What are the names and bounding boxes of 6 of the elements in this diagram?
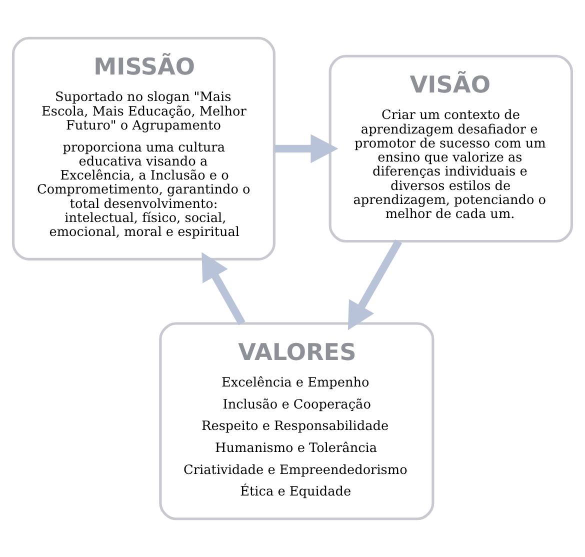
- node-box: VISÃO Criar um contexto de aprendizagem desafiador e promotor de sucesso com um ensino que valorize as diferenças individuais e diversos estilos de aprendizagem, potenciando o melhor de cada um.: [328, 54, 574, 242]
- arrow: [274, 134, 338, 164]
- node-box: MISSÃO Suportado no slogan "Mais Escola, Mais Educação, Melhor Futuro" o Agrupamento proporciona uma cultura educativa visando a Excelência, a Inclusão e o Comprometimento, garantindo o total desenvolvimento: intelectual, físico, social, emocional, moral e espiritual: [12, 36, 276, 260]
- arrow: [202, 252, 246, 326]
- node-box: VALORES Excelência e Empenho Inclusão e Cooperação Respeito e Responsabilidade Humanismo e Tolerância Criatividade e Empreendedorismo Ética e Equidade: [159, 322, 434, 520]
- arrow: [348, 239, 402, 330]
